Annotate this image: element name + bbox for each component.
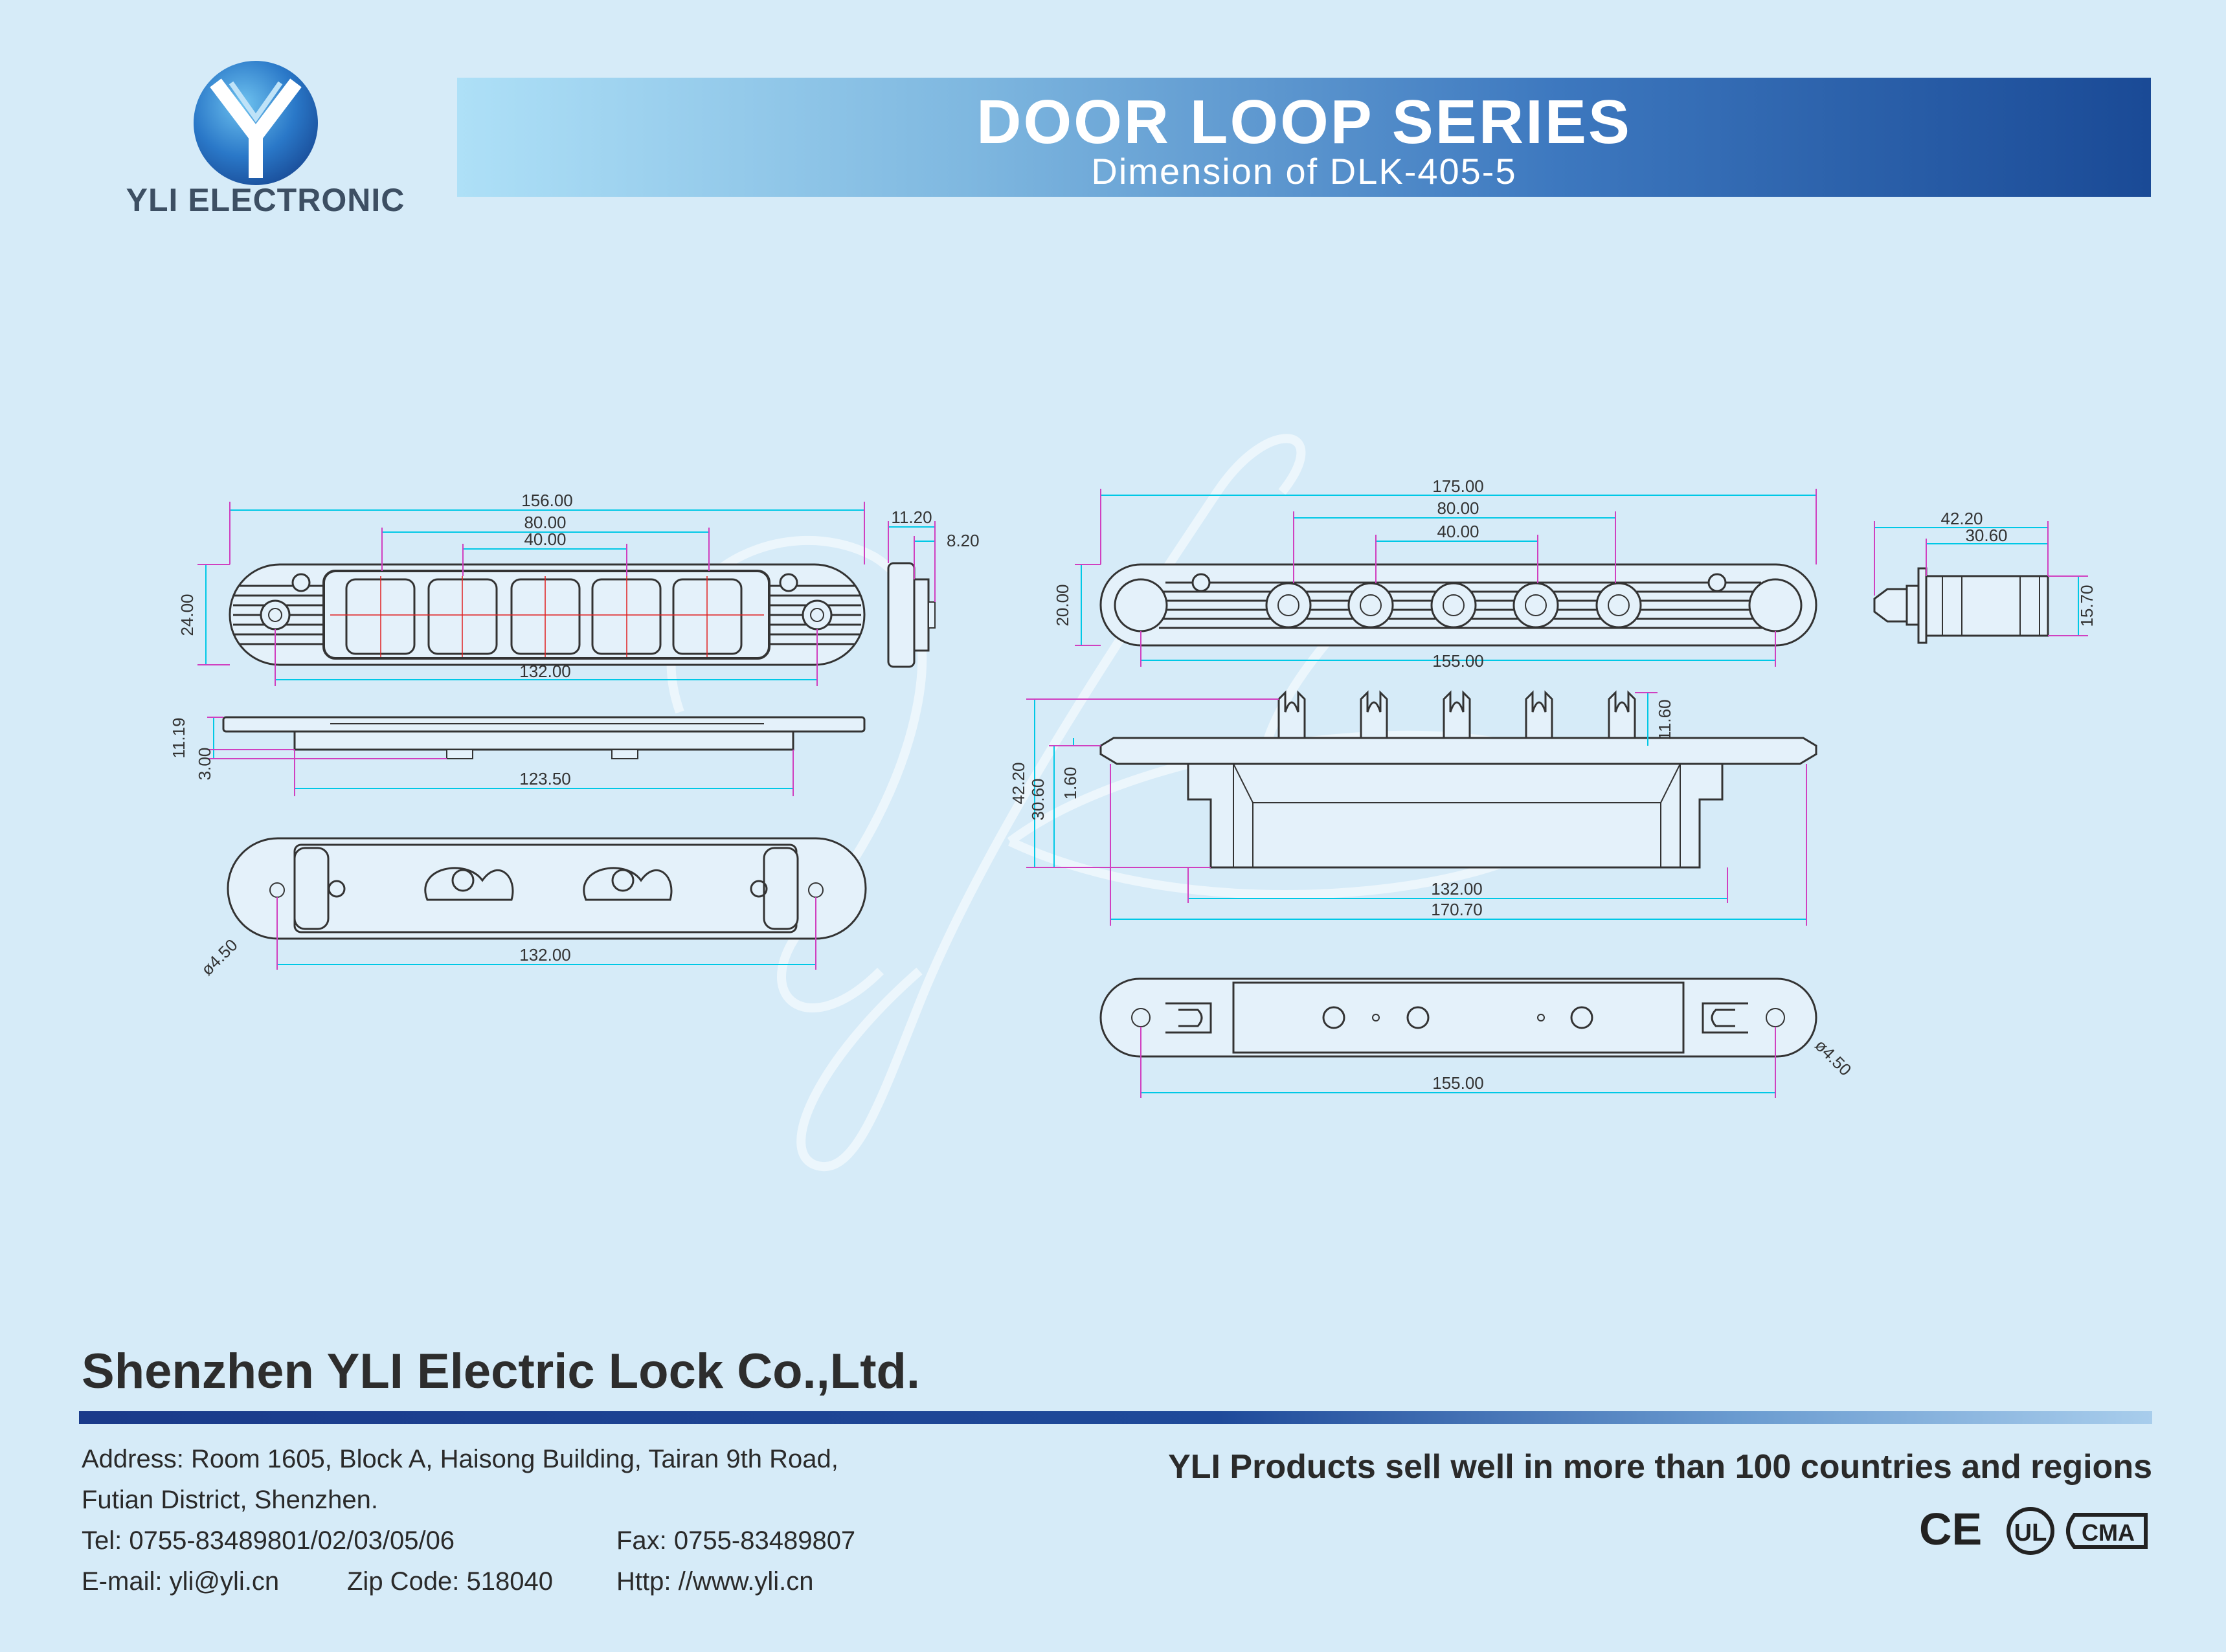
footer-divider <box>79 1411 2152 1424</box>
dim-pitch-inner: 40.00 <box>524 530 566 549</box>
page-title: DOOR LOOP SERIES <box>976 87 1632 157</box>
dim-profile-total: 42.20 <box>1009 762 1028 804</box>
email: E-mail: yli@yli.cn <box>82 1567 280 1596</box>
title-banner: DOOR LOOP SERIES Dimension of DLK-405-5 <box>457 78 2151 197</box>
dim-profile-inner: 132.00 <box>1431 879 1483 899</box>
brand-logo: YLI ELECTRONIC <box>97 45 434 240</box>
certification-marks: CE UL CMA <box>1919 1504 2148 1555</box>
yli-y-logo-icon <box>194 61 318 185</box>
dim-profile-h2: 3.00 <box>195 748 214 781</box>
dim-profile-h1: 11.19 <box>169 717 188 758</box>
cert-ul: UL <box>2014 1519 2047 1546</box>
dim-pitch-outer: 80.00 <box>1437 498 1479 518</box>
right-profile-view: 132.00 170.70 42.20 30.60 1.60 11.60 <box>1009 690 1817 926</box>
dim-back-holes: 155.00 <box>1432 1073 1484 1093</box>
dim-side-dia: 15.70 <box>2077 585 2097 627</box>
cert-cma: CMA <box>2082 1519 2135 1546</box>
website: Http: //www.yli.cn <box>616 1567 814 1596</box>
fax: Fax: 0755-83489807 <box>616 1526 856 1555</box>
left-front-view: 156.00 80.00 40.00 132.00 24.00 <box>177 491 866 686</box>
left-profile-view: 11.19 3.00 123.50 <box>169 716 866 796</box>
left-side-view: 11.20 8.20 <box>887 508 980 668</box>
dim-hole-spacing: 132.00 <box>519 662 571 681</box>
dim-profile-body: 30.60 <box>1028 778 1048 820</box>
ul-mark-icon: UL <box>2007 1507 2054 1555</box>
zip-code: Zip Code: 518040 <box>347 1567 554 1596</box>
dim-side-length: 42.20 <box>1940 509 1983 528</box>
company-name: Shenzhen YLI Electric Lock Co.,Ltd. <box>82 1344 921 1399</box>
dim-height: 24.00 <box>177 594 197 636</box>
dim-pitch-outer: 80.00 <box>524 513 566 532</box>
dim-profile-outer: 170.70 <box>1431 900 1483 919</box>
dim-hole-spacing: 155.00 <box>1432 651 1484 671</box>
dim-pitch-inner: 40.00 <box>1437 522 1479 541</box>
right-back-view: 155.00 ø4.50 <box>1099 977 1855 1098</box>
address-line-1: Address: Room 1605, Block A, Haisong Bui… <box>82 1445 838 1473</box>
dim-profile-pin: 11.60 <box>1655 699 1674 740</box>
dim-height: 20.00 <box>1053 584 1072 626</box>
dim-back-holes: 132.00 <box>519 945 571 965</box>
dim-profile-plate: 1.60 <box>1061 767 1080 800</box>
dim-overall: 175.00 <box>1432 476 1484 496</box>
dim-side-step: 8.20 <box>947 531 980 550</box>
dim-profile-base: 123.50 <box>519 769 571 788</box>
cma-mark-icon: CMA <box>2066 1513 2148 1549</box>
dim-back-hole-dia: ø4.50 <box>197 935 242 979</box>
address-line-2: Futian District, Shenzhen. <box>82 1486 378 1514</box>
left-back-view: 132.00 ø4.50 <box>197 837 867 979</box>
dim-back-hole-dia: ø4.50 <box>1811 1036 1855 1080</box>
dim-overall: 156.00 <box>521 491 573 510</box>
brand-name: YLI ELECTRONIC <box>126 182 405 218</box>
dim-side-thickness: 11.20 <box>891 508 932 527</box>
tel: Tel: 0755-83489801/02/03/05/06 <box>82 1526 455 1555</box>
slogan: YLI Products sell well in more than 100 … <box>1168 1448 2152 1486</box>
page-subtitle: Dimension of DLK-405-5 <box>1091 151 1517 192</box>
cert-ce: CE <box>1919 1504 1982 1554</box>
right-side-view: 42.20 30.60 15.70 <box>1873 509 2097 644</box>
technical-drawing: yli <box>169 434 2097 1172</box>
ce-mark-icon: CE <box>1919 1504 1982 1554</box>
right-front-view: 175.00 80.00 40.00 155.00 20.00 <box>1053 476 1817 671</box>
dim-side-body: 30.60 <box>1965 526 2007 545</box>
